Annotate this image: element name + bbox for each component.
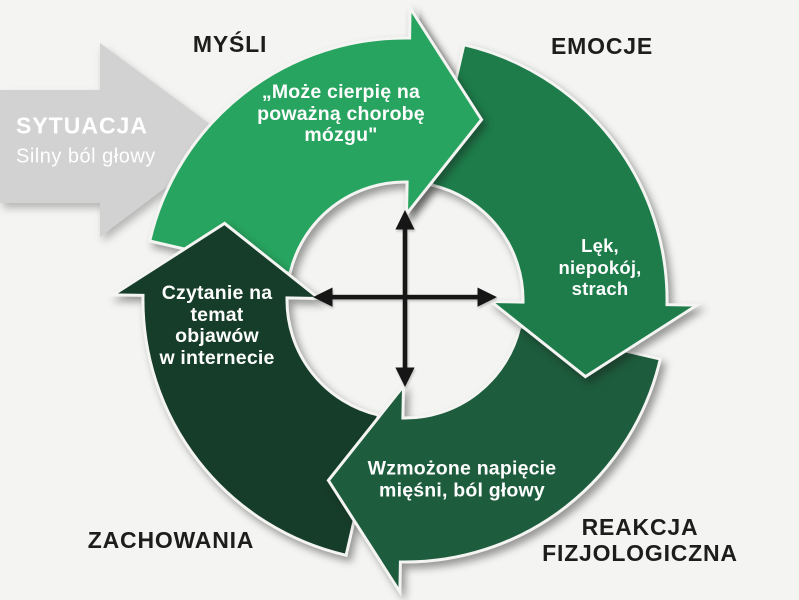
situation-description: Silny ból głowy — [16, 145, 156, 168]
physiological-reaction-arrow — [326, 324, 663, 597]
emotions-content: Lęk, niepokój, strach — [558, 234, 642, 299]
thoughts-arrow — [147, 3, 484, 276]
label-behaviors: ZACHOWANIA — [87, 527, 255, 553]
situation-label: SYTUACJA — [16, 112, 148, 139]
label-emotions: EMOCJE — [551, 33, 653, 59]
thoughts-content: „Może cierpię na poważną chorobę mózgu" — [257, 80, 425, 146]
four-way-interaction-arrows-icon — [313, 210, 497, 387]
behaviors-arrow — [108, 221, 381, 558]
situation-arrow — [0, 43, 230, 237]
behaviors-content: Czytanie na temat objawów w internecie — [159, 282, 275, 369]
emotions-arrow — [429, 42, 702, 379]
label-thoughts: MYŚLI — [192, 31, 268, 57]
label-physiological-reaction: REAKCJA FIZJOLOGICZNA — [542, 514, 738, 566]
physiological-reaction-content: Wzmożone napięcie mięśni, ból głowy — [367, 457, 557, 501]
